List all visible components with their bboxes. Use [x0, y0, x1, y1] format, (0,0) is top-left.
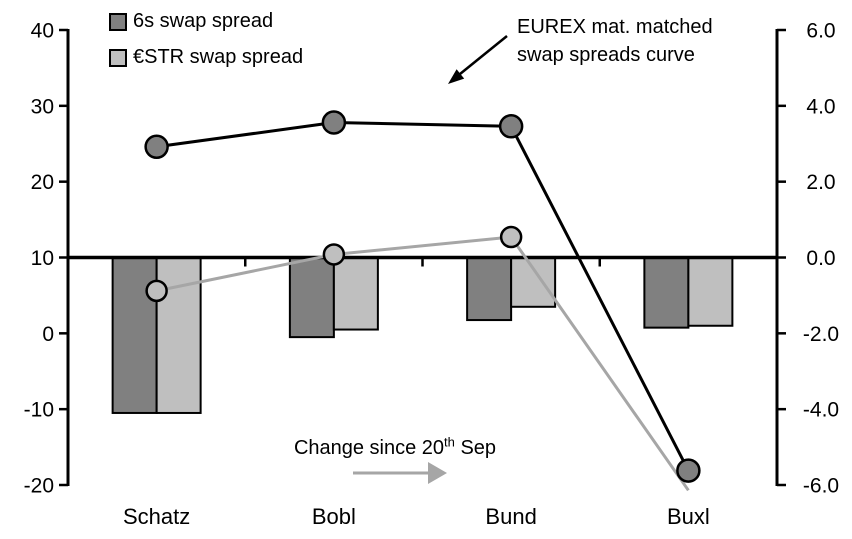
- change-annotation: Change since 20th Sep: [280, 434, 510, 460]
- marker-6s-swap-spread-curve-buxl: [676, 458, 701, 483]
- line--str-swap-spread-curve: [156, 235, 690, 492]
- bar--str-swap-spread-schatz: [155, 256, 202, 414]
- right-axis-tick-label: 2.0: [806, 171, 835, 194]
- bar--str-swap-spread-bobl: [332, 256, 379, 331]
- right-axis-tick-label: 0.0: [806, 247, 835, 270]
- bar-6s-swap-spread-buxl: [643, 256, 690, 329]
- curve-annotation-arrow: [459, 35, 508, 75]
- left-axis-tick-label: 10: [31, 247, 54, 270]
- right-axis-tick-label: 6.0: [806, 20, 835, 43]
- bar-6s-swap-spread-bund: [466, 256, 513, 322]
- category-label-schatz: Schatz: [123, 504, 190, 529]
- left-axis-tick-label: -10: [24, 399, 54, 422]
- legend-item-6s-swap-spread: 6s swap spread: [109, 7, 303, 36]
- left-axis-tick-label: 40: [31, 20, 54, 43]
- change-annotation-superscript: th: [444, 434, 455, 450]
- bar--str-swap-spread-buxl: [687, 256, 734, 327]
- right-axis-tick-label: -2.0: [803, 323, 839, 346]
- category-label-bobl: Bobl: [312, 504, 356, 529]
- legend-item-estr-swap-spread: €STR swap spread: [109, 43, 303, 72]
- marker--str-swap-spread-curve-bund: [499, 225, 523, 249]
- legend-label-estr: €STR swap spread: [133, 46, 304, 68]
- right-axis-tick-label: -4.0: [803, 399, 839, 422]
- bar--str-swap-spread-bund: [510, 256, 557, 308]
- marker-6s-swap-spread-curve-bobl: [321, 110, 347, 135]
- category-label-buxl: Buxl: [667, 504, 710, 529]
- legend-swatch-estr-icon: [109, 48, 127, 67]
- bar-6s-swap-spread-schatz: [111, 256, 158, 414]
- curve-annotation: EUREX mat. matched swap spreads curve: [517, 13, 713, 69]
- left-axis-tick-label: 30: [31, 95, 54, 118]
- change-annotation-arrowhead-icon: [428, 462, 447, 484]
- legend-swatch-6s-icon: [109, 12, 127, 31]
- left-axis-tick-label: 20: [31, 171, 54, 194]
- marker--str-swap-spread-curve-schatz: [145, 279, 168, 303]
- bar-6s-swap-spread-bobl: [288, 256, 335, 339]
- curve-annotation-line2: swap spreads curve: [517, 44, 695, 66]
- left-axis-tick-label: -20: [24, 475, 54, 498]
- legend-label-6s: 6s swap spread: [133, 10, 274, 32]
- line-6s-swap-spread-curve: [156, 121, 690, 472]
- change-annotation-suffix: Sep: [454, 437, 497, 459]
- right-axis-tick-label: 4.0: [806, 95, 835, 118]
- marker-6s-swap-spread-curve-bund: [498, 114, 524, 139]
- marker--str-swap-spread-curve-bobl: [322, 243, 346, 266]
- category-label-bund: Bund: [485, 504, 536, 529]
- marker-6s-swap-spread-curve-schatz: [144, 134, 169, 160]
- curve-annotation-arrowhead-icon: [448, 69, 465, 84]
- curve-annotation-line1: EUREX mat. matched: [517, 16, 713, 38]
- change-annotation-prefix: Change since 20: [293, 437, 445, 459]
- legend: 6s swap spread €STR swap spread: [109, 7, 303, 72]
- left-axis-tick-label: 0: [42, 323, 54, 346]
- right-axis-tick-label: -6.0: [803, 475, 839, 498]
